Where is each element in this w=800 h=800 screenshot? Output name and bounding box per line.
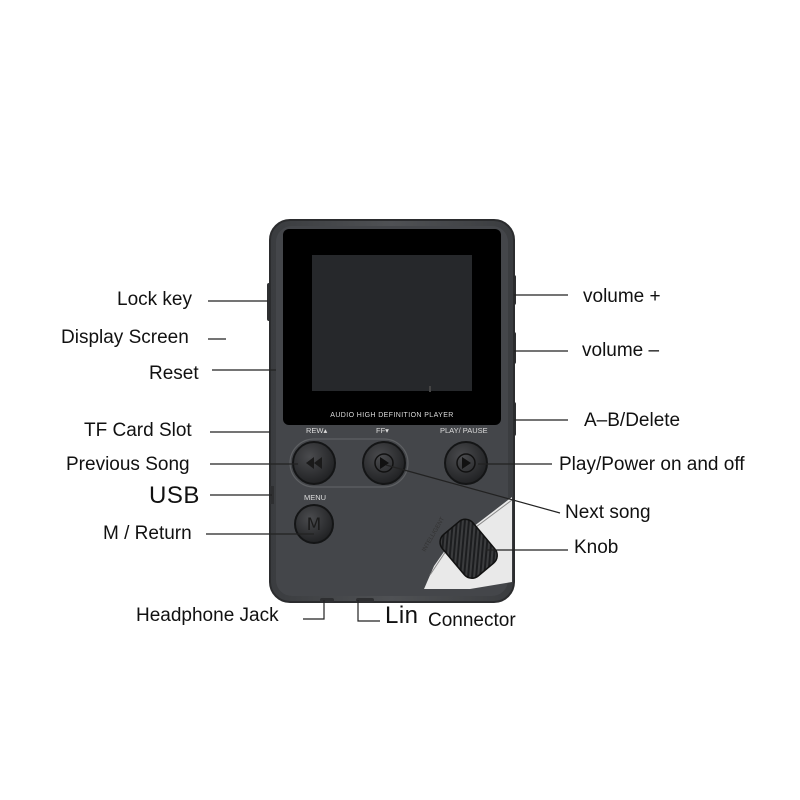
rewind-icon xyxy=(306,457,322,469)
label-knob: Knob xyxy=(574,537,619,558)
ff-label: FF▾ xyxy=(376,426,389,435)
label-usb: USB xyxy=(149,482,200,509)
screen-caption: AUDIO HIGH DEFINITION PLAYER xyxy=(330,412,453,419)
label-lin: Lin xyxy=(385,602,419,629)
label-lock-key: Lock key xyxy=(117,289,192,310)
label-headphone-jack: Headphone Jack xyxy=(136,605,279,626)
play-icon xyxy=(456,453,476,473)
label-m-return: M / Return xyxy=(103,523,192,544)
label-volume-plus: volume + xyxy=(583,286,661,307)
label-ab-delete: A–B/Delete xyxy=(584,410,681,431)
display-screen xyxy=(312,255,472,391)
label-connector: Connector xyxy=(428,610,516,631)
knob[interactable] xyxy=(436,515,501,582)
play-pause-label: PLAY/ PAUSE xyxy=(440,426,488,435)
play-next-icon xyxy=(374,453,394,473)
label-volume-minus: volume – xyxy=(582,340,660,361)
headphone-jack-line xyxy=(303,600,325,620)
lin-connector-line xyxy=(357,600,380,622)
label-previous-song: Previous Song xyxy=(66,454,190,475)
menu-label: MENU xyxy=(304,493,326,502)
rew-label: REW▴ xyxy=(306,426,327,435)
leader-lines xyxy=(206,294,568,622)
headphone-jack-port xyxy=(320,598,334,603)
label-play-power: Play/Power on and off xyxy=(559,454,745,475)
label-display-screen: Display Screen xyxy=(61,327,189,348)
lin-connector-port xyxy=(356,598,374,603)
next-song-line xyxy=(385,464,561,514)
label-reset: Reset xyxy=(149,363,199,384)
label-tf-card-slot: TF Card Slot xyxy=(84,420,192,441)
label-next-song: Next song xyxy=(565,502,651,523)
m-button-glyph: M xyxy=(307,515,322,535)
